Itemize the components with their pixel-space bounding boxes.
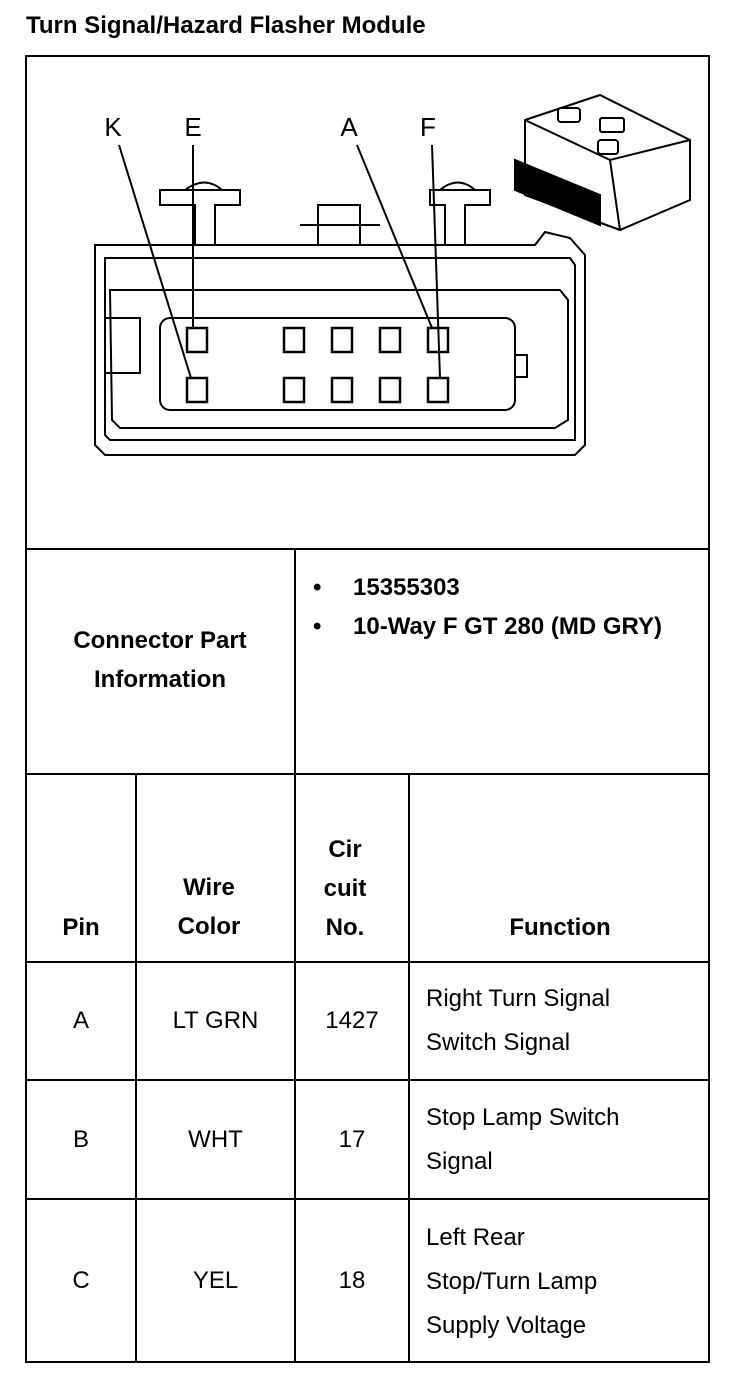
- divider-row-a: [25, 1079, 710, 1081]
- connector-diagram: K E A F: [94, 93, 691, 456]
- header-function: Function: [509, 913, 611, 941]
- row-b-function-line-1: Stop Lamp Switch: [426, 1104, 620, 1131]
- row-a-function-line-2: Switch Signal: [426, 1029, 571, 1056]
- divider-col-wire: [294, 773, 296, 1363]
- row-c-function-line-2: Stop/Turn Lamp: [426, 1268, 598, 1295]
- divider-connector-info: [25, 773, 710, 775]
- divider-col-circuit: [408, 773, 410, 1363]
- document-frame: [25, 55, 710, 1363]
- row-c-circuit: 18: [338, 1266, 366, 1294]
- row-c-function-line-3: Supply Voltage: [426, 1312, 587, 1339]
- connector-description: •10-Way F GT 280 (MD GRY): [313, 613, 662, 640]
- row-a-function: Right Turn Signal Switch Signal: [426, 977, 610, 1065]
- row-a-pin: A: [72, 1007, 89, 1034]
- row-a-wire-color: LT GRN: [172, 1007, 259, 1034]
- divider-col-pin: [135, 773, 137, 1363]
- divider-info-col: [294, 548, 296, 774]
- row-b-pin: B: [72, 1125, 89, 1153]
- row-a-function-line-1: Right Turn Signal: [426, 985, 611, 1012]
- header-circuit-no: Cir cuit No.: [323, 835, 367, 941]
- page-title: Turn Signal/Hazard Flasher Module: [26, 12, 426, 39]
- pin-label-f: F: [420, 112, 436, 142]
- pin-label-a: A: [340, 112, 358, 142]
- row-b-function-line-2: Signal: [426, 1148, 493, 1175]
- divider-table-header: [25, 961, 710, 963]
- connector-info-list: •15355303 •10-Way F GT 280 (MD GRY): [313, 568, 693, 646]
- header-wire-color: Wire Color: [177, 874, 241, 940]
- connector-info-label: Connector Part Information: [73, 627, 247, 693]
- row-c-wire-color: YEL: [192, 1266, 239, 1294]
- pin-label-e: E: [184, 112, 201, 142]
- row-c-function-line-1: Left Rear: [426, 1224, 525, 1251]
- row-c-function: Left Rear Stop/Turn Lamp Supply Voltage: [426, 1216, 597, 1348]
- row-b-function: Stop Lamp Switch Signal: [426, 1096, 619, 1184]
- row-b-circuit: 17: [338, 1125, 366, 1153]
- divider-row-b: [25, 1198, 710, 1200]
- divider-diagram: [25, 548, 710, 550]
- connector-part-number: •15355303: [313, 574, 460, 601]
- header-pin: Pin: [62, 913, 100, 941]
- row-c-pin: C: [72, 1266, 90, 1294]
- row-a-circuit: 1427: [325, 1007, 379, 1034]
- pin-label-k: K: [104, 112, 122, 142]
- row-b-wire-color: WHT: [188, 1125, 243, 1153]
